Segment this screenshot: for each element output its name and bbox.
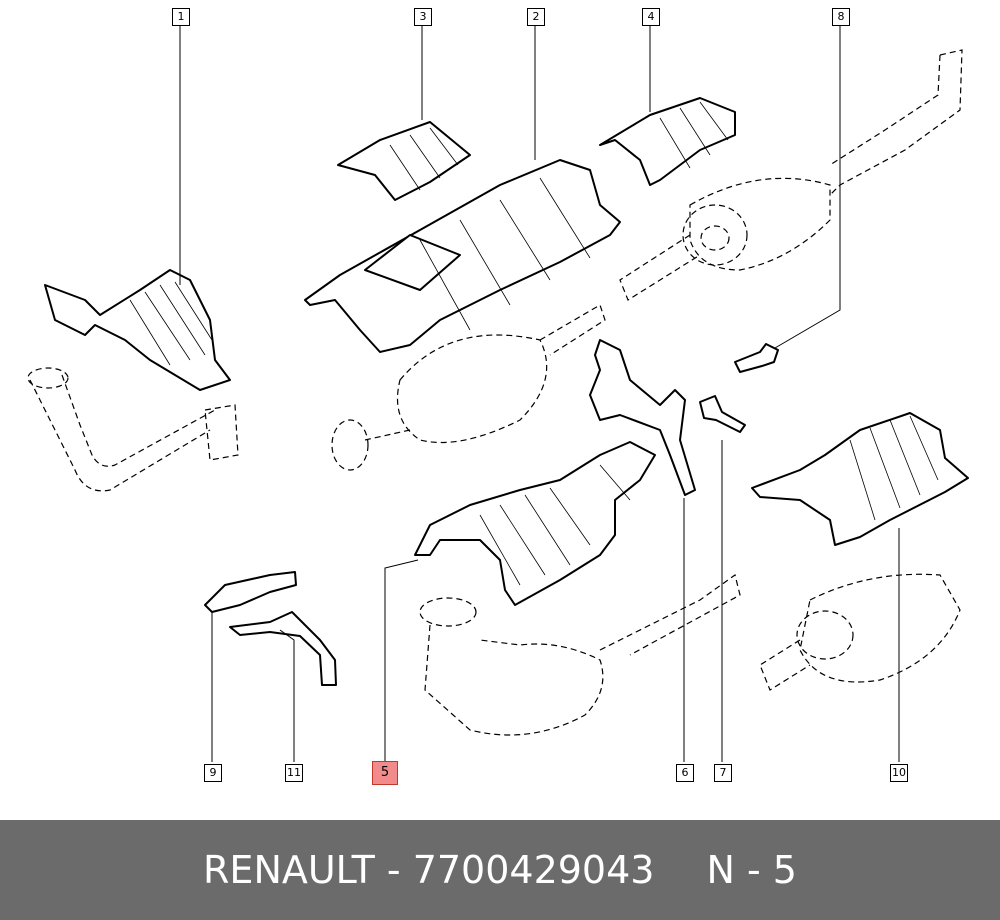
heat-shield-5 [414,441,656,606]
callout-3: 3 [414,8,432,26]
part-number-text: RENAULT - 7700429043 [203,848,655,892]
diagram-drawing [27,24,969,762]
callout-2: 2 [527,8,545,26]
callout-1: 1 [172,8,190,26]
heat-shield-3 [337,121,471,201]
part-number-footer: RENAULT - 7700429043 N - 5 [0,820,1000,920]
callout-9: 9 [204,764,222,782]
dashed-rear-muffler-lower [759,573,961,691]
bolt-8 [734,343,779,373]
dashed-front-pipe-left [27,367,239,492]
position-number-text: N - 5 [706,848,797,892]
callout-11: 11 [285,764,303,782]
heat-shield-10 [751,412,969,546]
callout-5-highlighted: 5 [372,761,398,785]
leader-lines [179,24,900,762]
callout-4: 4 [642,8,660,26]
dashed-catalyst-lower [419,573,741,736]
callout-6: 6 [676,764,694,782]
heat-shield-2 [304,159,621,353]
dashed-rear-pipe-upper [619,49,963,301]
callout-10: 10 [890,764,908,782]
callout-7: 7 [714,764,732,782]
heat-shield-1 [44,269,231,391]
callout-8: 8 [832,8,850,26]
heat-shield-4 [599,97,736,186]
bracket-11 [229,611,337,686]
bolt-7 [699,395,746,433]
dashed-catalyst-center [331,304,606,471]
bracket-9 [204,571,297,613]
exploded-parts-diagram [27,24,969,762]
bracket-6 [589,339,696,496]
